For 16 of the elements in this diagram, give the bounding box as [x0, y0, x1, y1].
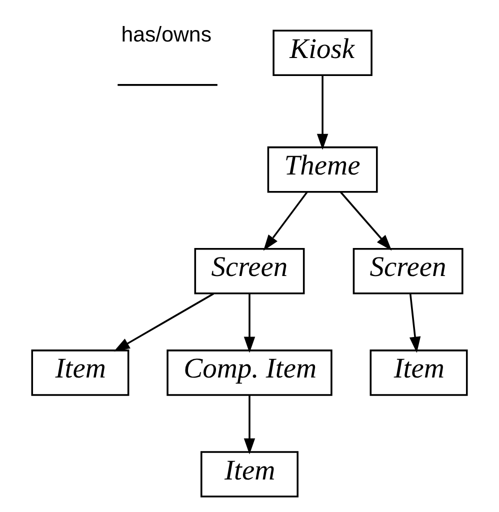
arrow: [409, 294, 421, 353]
arrow: [244, 395, 256, 454]
node-box: Theme: [267, 146, 378, 193]
node-box: Kiosk: [272, 30, 372, 76]
legend-label: has/owns: [121, 22, 212, 46]
node-box: Item: [31, 350, 130, 396]
arrow: [340, 192, 392, 251]
node-box: Screen: [194, 248, 305, 294]
arrow: [263, 192, 308, 251]
node-box: Item: [370, 350, 468, 396]
node-box: Comp. Item: [166, 350, 332, 396]
arrow: [114, 292, 214, 352]
node-box: Screen: [352, 248, 464, 294]
arrow: [316, 75, 328, 150]
arrow: [244, 294, 256, 353]
node-box: Item: [200, 451, 298, 498]
